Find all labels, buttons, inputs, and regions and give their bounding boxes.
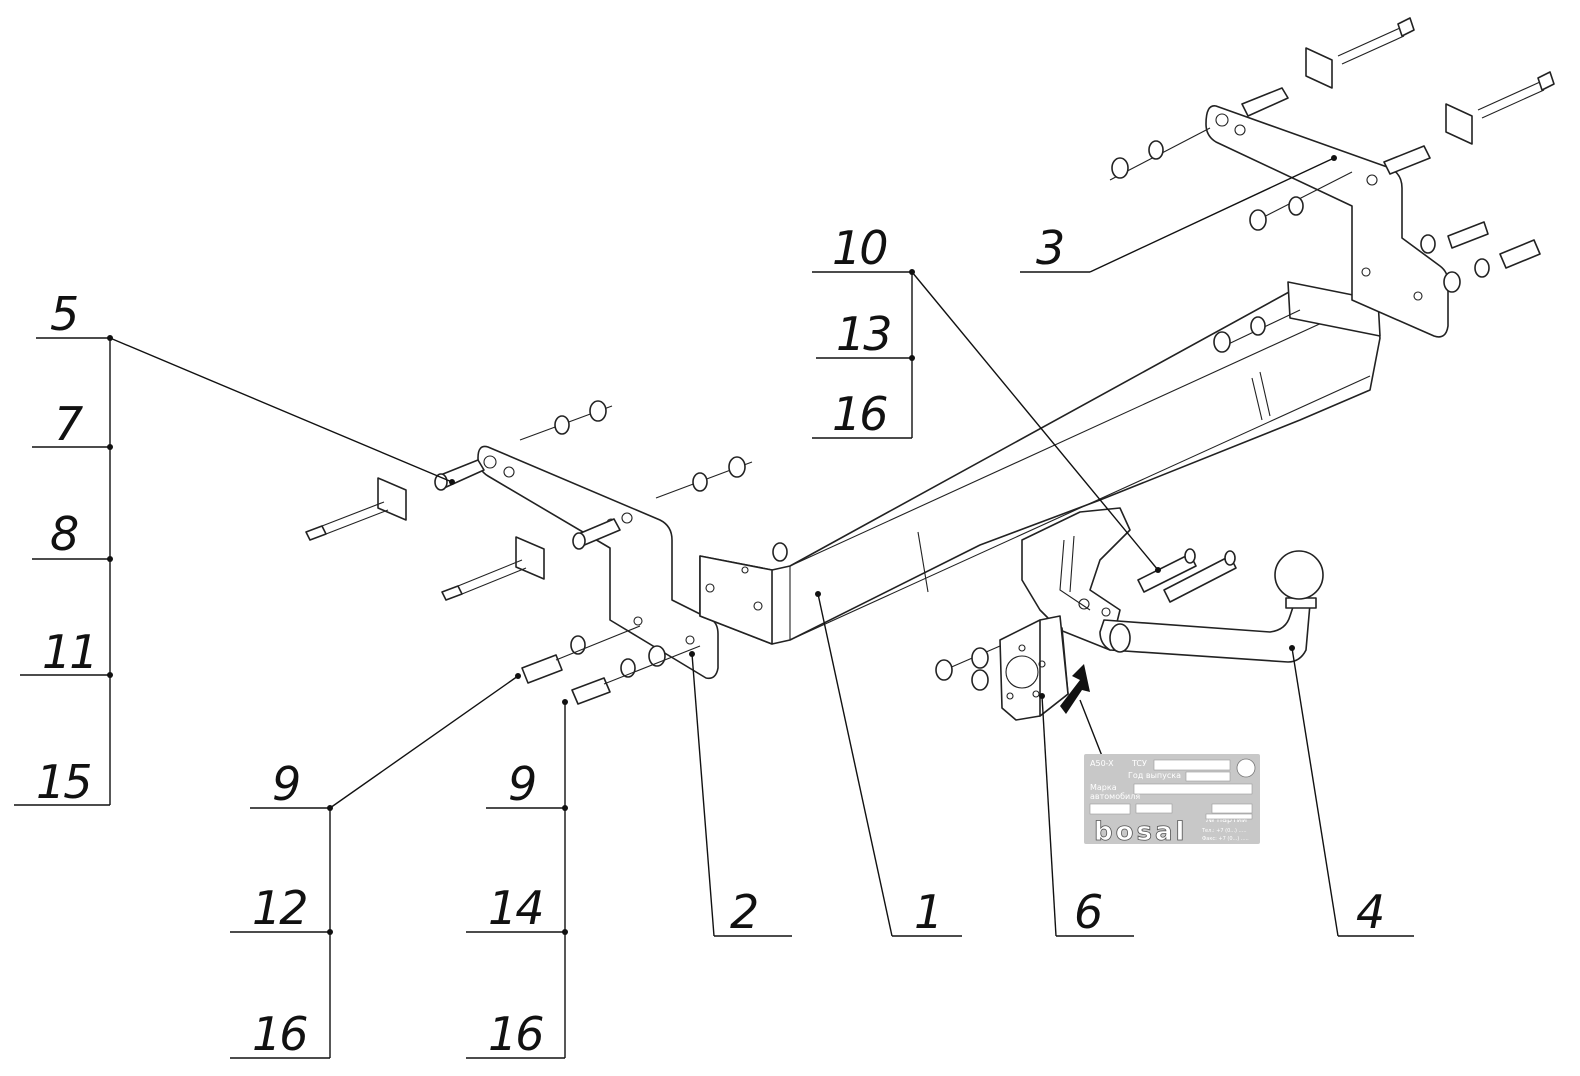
callout-2: 2 — [730, 885, 757, 939]
left-top-nuts — [519, 400, 753, 499]
callout-5: 5 — [50, 287, 77, 341]
left-long-bolts — [305, 459, 621, 601]
plate-row2: Год выпуска — [1128, 771, 1181, 780]
callout-11: 11 — [42, 625, 97, 679]
hitch-drop-plate — [1021, 507, 1131, 651]
callout-13: 13 — [836, 307, 891, 361]
car-silhouette-icon — [1089, 803, 1131, 815]
electrical-socket-plate — [935, 615, 1103, 757]
callout-15: 15 — [36, 755, 91, 809]
callout-numbers: 5 7 8 11 15 9 12 16 9 14 16 10 13 16 3 2… — [36, 221, 1385, 1061]
callout-16-c: 16 — [832, 387, 887, 441]
lower-bolts — [521, 625, 701, 705]
right-nuts — [1109, 127, 1541, 353]
plate-row3b: автомобиля — [1090, 792, 1140, 801]
right-long-bolts — [1241, 17, 1555, 175]
callout-3: 3 — [1036, 221, 1063, 275]
callout-16-b: 16 — [488, 1007, 543, 1061]
plate-phone2: Факс: +7 (0...) ..... — [1202, 836, 1249, 842]
plate-row3a: Марка — [1090, 783, 1117, 792]
callout-7: 7 — [54, 397, 83, 451]
callout-12: 12 — [252, 881, 307, 935]
callout-baselines — [14, 271, 1414, 1059]
callout-6: 6 — [1074, 885, 1102, 939]
hitch-bolts — [1137, 548, 1237, 603]
callout-9-b: 9 — [508, 757, 535, 811]
callout-8: 8 — [50, 507, 78, 561]
callout-10: 10 — [832, 221, 887, 275]
plate-row1: TCУ — [1131, 759, 1147, 768]
leader-lines — [109, 157, 1339, 1058]
tow-ball-neck — [1099, 550, 1324, 663]
plate-model: A50-X — [1090, 759, 1114, 768]
callout-4: 4 — [1356, 885, 1383, 939]
certification-mark-icon — [1236, 758, 1256, 778]
callout-14: 14 — [488, 881, 543, 935]
left-mounting-bracket — [477, 445, 719, 680]
callout-16-a: 16 — [252, 1007, 307, 1061]
callout-9-a: 9 — [272, 757, 299, 811]
plate-brand-logo: bosal — [1094, 817, 1187, 847]
callout-1: 1 — [914, 885, 941, 939]
main-crossbeam — [699, 281, 1381, 645]
right-mounting-bracket — [1205, 105, 1449, 338]
identification-plate: A50-X TCУ Год выпуска Марка автомобиля №… — [1084, 754, 1260, 847]
plate-row5: № партии — [1206, 815, 1247, 824]
plate-phone1: Тел.: +7 (0...) ..... — [1201, 828, 1247, 834]
